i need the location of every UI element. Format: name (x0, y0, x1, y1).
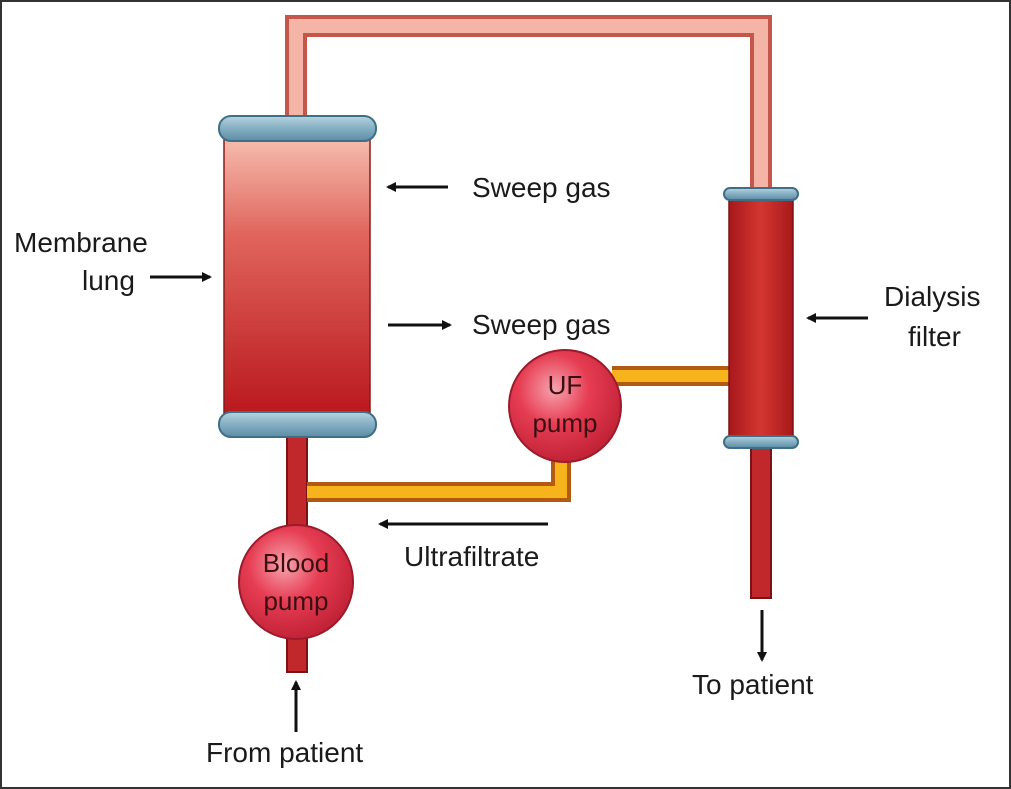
blood-pump-label-line2: pump (263, 586, 328, 616)
return-tube (285, 15, 772, 192)
sweep-gas-in-label: Sweep gas (472, 172, 611, 203)
membrane-lung-label-line2: lung (82, 265, 135, 296)
ultrafiltrate-label: Ultrafiltrate (404, 541, 539, 572)
from-patient-label: From patient (206, 737, 363, 768)
lung-top-cap (218, 115, 377, 142)
blood-pump: Blood pump (238, 524, 354, 640)
lung-bottom-cap (218, 411, 377, 438)
to-patient-label: To patient (692, 669, 814, 700)
filter-bottom-cap (723, 435, 799, 449)
uf-pump: UF pump (508, 349, 622, 463)
dialysis-filter-label-line2: filter (908, 321, 961, 352)
dialysis-filter (723, 187, 799, 449)
membrane-lung-label-line1: Membrane (14, 227, 148, 258)
filter-top-cap (723, 187, 799, 201)
uf-pump-label-line1: UF (548, 370, 583, 400)
blood-pump-label-line1: Blood (263, 548, 330, 578)
sweep-gas-out-label: Sweep gas (472, 309, 611, 340)
dialysis-filter-label-line1: Dialysis (884, 281, 980, 312)
blood-outflow-tube (750, 443, 772, 599)
membrane-lung (218, 115, 377, 438)
uf-pump-label-line2: pump (532, 408, 597, 438)
